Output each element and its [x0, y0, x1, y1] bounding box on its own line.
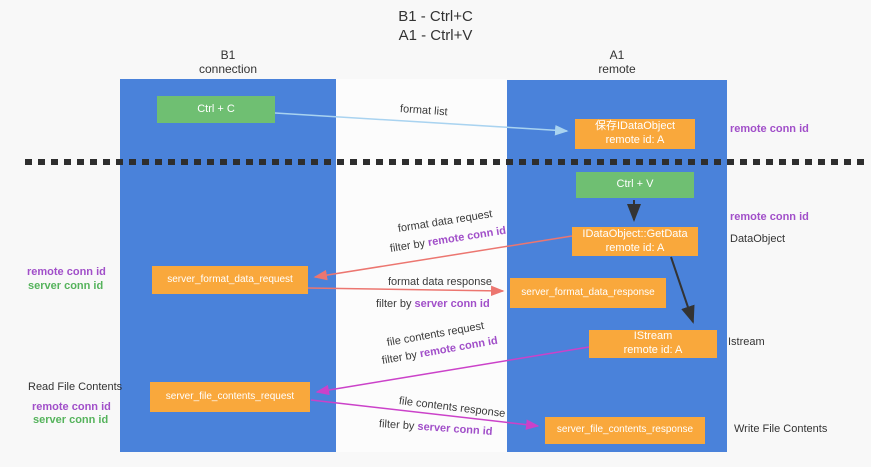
- node-istream-line2: remote id: A: [623, 344, 683, 356]
- node-ctrl-v-label: Ctrl + V: [616, 178, 654, 191]
- node-idataobject-getdata: IDataObject::GetData remote id: A: [572, 227, 698, 256]
- right-label-remote-conn-id-top: remote conn id: [730, 123, 809, 135]
- node-ctrl-v: Ctrl + V: [576, 172, 694, 198]
- column-header-b1-sub: connection: [198, 62, 258, 77]
- arrow-format-data-response: [307, 285, 505, 297]
- left-label-read-file-contents: Read File Contents: [28, 381, 123, 393]
- right-label-istream: Istream: [728, 336, 765, 348]
- arrow-getdata-to-istream: [670, 256, 695, 324]
- column-header-a1-sub: remote: [598, 62, 636, 77]
- right-label-remote-conn-id-mid: remote conn id: [730, 211, 809, 223]
- node-istream-line1: IStream: [633, 330, 673, 343]
- left-label-remote-conn-id-mid: remote conn id: [27, 266, 106, 278]
- column-header-b1-name: B1: [220, 48, 236, 62]
- node-ctrl-c-label: Ctrl + C: [197, 102, 235, 115]
- arrow-format-list: [274, 112, 569, 136]
- arrow-file-contents-request: [315, 346, 590, 396]
- clipboard-boundary-dashed-line: [25, 159, 868, 165]
- node-save-idataobject: 保存IDataObject remote id: A: [575, 119, 695, 149]
- arrow-format-data-request: [313, 235, 573, 281]
- diagram-title: B1 - Ctrl+C A1 - Ctrl+V: [0, 8, 871, 46]
- node-server-format-data-request-label: server_format_data_request: [167, 273, 293, 285]
- node-save-idataobject-line1: 保存IDataObject: [594, 120, 676, 133]
- column-header-a1-name: A1: [609, 48, 625, 62]
- right-label-dataobject: DataObject: [730, 233, 786, 245]
- label-format-data-response: format data response: [388, 276, 492, 288]
- column-header-a1-remote: A1 remote: [507, 48, 727, 77]
- node-save-idataobject-line2: remote id: A: [605, 134, 665, 146]
- column-gap: [336, 79, 507, 452]
- node-idataobject-getdata-line1: IDataObject::GetData: [582, 227, 688, 240]
- server-conn-id-text: server conn id: [414, 298, 490, 310]
- node-server-format-data-response: server_format_data_response: [510, 278, 666, 308]
- label-filter-by-server-conn-id-1: filter by server conn id: [376, 298, 490, 310]
- title-line-2: A1 - Ctrl+V: [398, 26, 473, 44]
- node-server-file-contents-request: server_file_contents_request: [150, 382, 310, 412]
- title-line-1: B1 - Ctrl+C: [398, 8, 473, 25]
- left-label-server-conn-id-mid: server conn id: [28, 280, 104, 292]
- node-server-format-data-request: server_format_data_request: [152, 266, 308, 294]
- node-ctrl-c: Ctrl + C: [157, 96, 275, 123]
- node-server-file-contents-response: server_file_contents_response: [545, 417, 705, 444]
- node-server-file-contents-request-label: server_file_contents_request: [165, 390, 295, 402]
- filter-by-text: filter by: [376, 298, 415, 310]
- right-label-write-file-contents: Write File Contents: [734, 423, 828, 435]
- left-label-remote-conn-id-bottom: remote conn id: [32, 401, 111, 413]
- arrow-file-contents-response: [310, 399, 540, 430]
- node-server-format-data-response-label: server_format_data_response: [521, 286, 655, 298]
- node-server-file-contents-response-label: server_file_contents_response: [556, 424, 694, 436]
- node-idataobject-getdata-line2: remote id: A: [605, 241, 665, 254]
- column-header-b1-connection: B1 connection: [120, 48, 336, 77]
- node-istream: IStream remote id: A: [589, 330, 717, 358]
- left-label-server-conn-id-bottom: server conn id: [33, 414, 109, 426]
